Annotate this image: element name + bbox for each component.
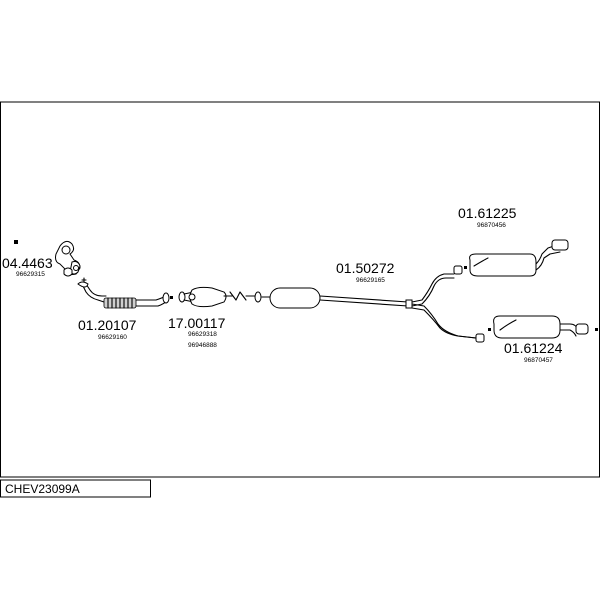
part-upper-rear-silencer-drawing xyxy=(453,239,569,277)
title-box xyxy=(0,479,151,498)
part-lower-rear-silencer-drawing xyxy=(475,315,598,343)
part-code: 04.4463 xyxy=(2,255,53,271)
part-label-17-00117: 17.00117 96629318 96946888 xyxy=(168,315,226,349)
part-ref: 96870456 xyxy=(477,222,506,229)
part-code: 01.50272 xyxy=(336,260,395,276)
part-code: 17.00117 xyxy=(168,315,226,331)
part-ref: 96870457 xyxy=(524,357,553,364)
part-code: 01.61225 xyxy=(458,205,517,221)
part-code: 01.61224 xyxy=(504,340,563,356)
marker-dot xyxy=(488,328,491,331)
part-centre-silencer-drawing xyxy=(261,273,477,339)
part-label-01-50272: 01.50272 96629165 xyxy=(336,260,395,284)
part-label-01-61225: 01.61225 96870456 xyxy=(458,205,517,229)
part-label-01-20107: 01.20107 96629160 xyxy=(78,317,137,341)
marker-dot xyxy=(595,328,598,331)
part-label-04-4463: 04.4463 96629315 xyxy=(2,255,53,278)
marker-dot xyxy=(170,296,173,299)
part-ref: 96629318 xyxy=(188,331,217,338)
part-ref: 96629315 xyxy=(16,271,45,278)
marker-dot xyxy=(464,266,467,269)
part-catalyst-drawing xyxy=(170,286,262,308)
part-front-pipe-drawing xyxy=(77,281,170,309)
diagram-title: CHEV23099A xyxy=(5,482,80,496)
part-code: 01.20107 xyxy=(78,317,137,333)
part-ref: 96629165 xyxy=(356,277,385,284)
part-label-01-61224: 01.61224 96870457 xyxy=(504,340,563,364)
part-ref: 96946888 xyxy=(188,342,217,349)
part-ref: 96629160 xyxy=(98,334,127,341)
marker-dot xyxy=(14,240,18,244)
part-manifold-drawing xyxy=(14,240,87,283)
